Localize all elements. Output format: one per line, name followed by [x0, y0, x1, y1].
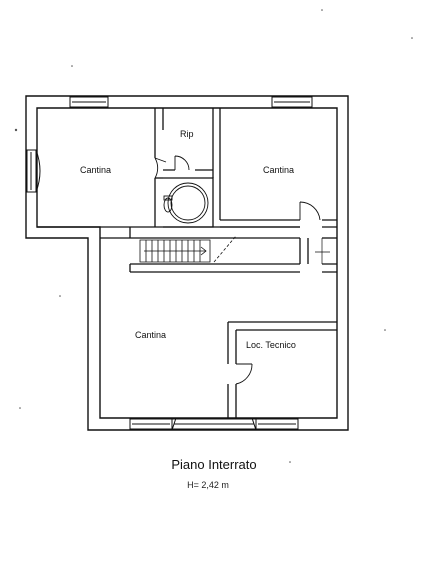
window-w-bay: [35, 149, 41, 193]
door-cantina-ne: [299, 201, 321, 221]
toilet-tank-icon: [163, 195, 173, 201]
stair-outline: [139, 239, 211, 263]
wall-cantina-ne-south-east: [322, 219, 337, 228]
outer-wall-inner-line: [36, 107, 338, 419]
outer-wall-outer-line: [25, 95, 349, 431]
wall-corridor-pillar: [299, 238, 309, 264]
stair-break-line: [213, 235, 237, 263]
wall-corridor-south-east: [322, 263, 337, 273]
staircase: [139, 235, 237, 263]
shower-tray-icon: [167, 182, 209, 224]
window-details: [30, 101, 310, 431]
interior-walls: [37, 108, 337, 418]
door-corridor-east: [315, 238, 330, 264]
toilet-icon: [163, 197, 173, 213]
shower-tray-inner-icon: [170, 185, 206, 221]
light-well: [171, 417, 257, 431]
label-rip: Rip: [180, 129, 194, 139]
bathroom-fixtures: [163, 182, 209, 224]
label-loc-tecnico: Loc. Tecnico: [246, 340, 296, 350]
scan-specks: [14, 9, 413, 463]
label-cantina-nw: Cantina: [80, 165, 111, 175]
wall-loc-tecnico-outer: [227, 321, 337, 418]
door-rip: [174, 155, 190, 171]
windows: [26, 96, 313, 430]
door-cantina-nw: [154, 157, 167, 179]
label-cantina-ne: Cantina: [263, 165, 294, 175]
wall-loc-tecnico-inner: [235, 329, 337, 418]
label-cantina-south: Cantina: [135, 330, 166, 340]
doors: [154, 155, 330, 385]
door-loc-tecnico: [235, 363, 253, 385]
plan-height-note: H= 2,42 m: [187, 480, 229, 490]
plan-title: Piano Interrato: [171, 457, 257, 472]
stair-direction-arrow: [144, 246, 207, 256]
